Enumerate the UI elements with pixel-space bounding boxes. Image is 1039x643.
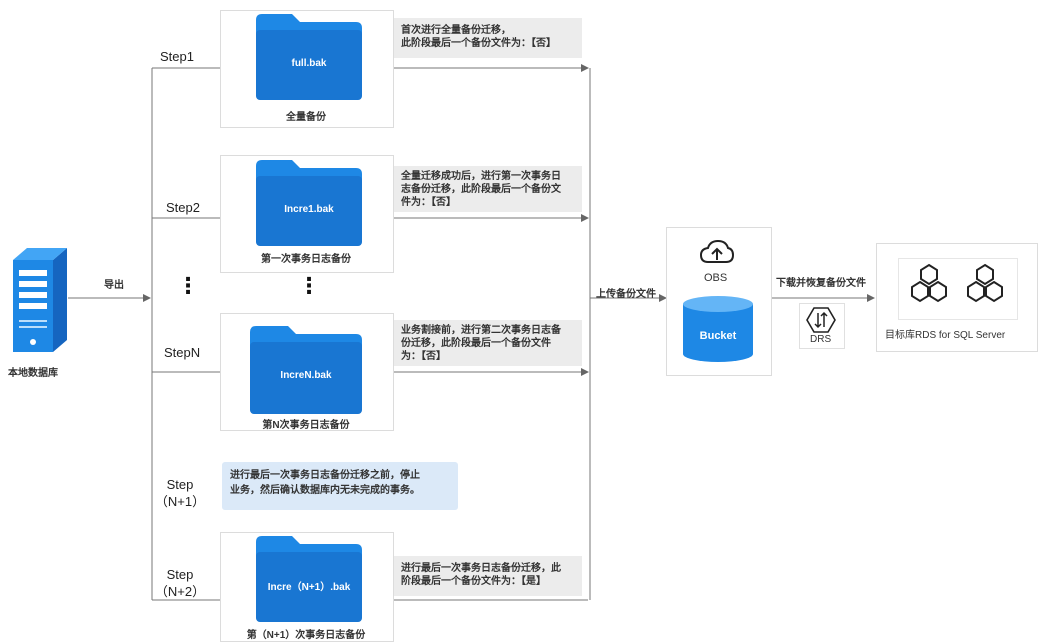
drs-label: DRS bbox=[810, 334, 832, 345]
step-caption-2: 第一次事务日志备份 bbox=[261, 254, 351, 265]
step-caption-n2: 第（N+1）次事务日志备份 bbox=[246, 630, 366, 641]
step-label-n1: Step （N+1） bbox=[150, 476, 210, 510]
download-label: 下载并恢复备份文件 bbox=[776, 278, 866, 289]
export-label: 导出 bbox=[104, 280, 124, 291]
note-line: 此阶段最后一个备份文件为：【否】 bbox=[401, 38, 556, 49]
note-line: 件为：【否】 bbox=[401, 197, 456, 208]
note-line: 志备份迁移，此阶段最后一个备份文 bbox=[401, 184, 561, 195]
folder-icon: IncreN.bak bbox=[250, 326, 362, 414]
note-line: 业务，然后确认数据库内无未完成的事务。 bbox=[230, 485, 420, 496]
step-label-2: Step2 bbox=[166, 200, 200, 215]
upload-label: 上传备份文件 bbox=[596, 289, 656, 300]
step-label-1: Step1 bbox=[160, 49, 194, 64]
rds-hexagon-icon bbox=[960, 262, 1010, 317]
step-caption-1: 全量备份 bbox=[286, 112, 326, 123]
step-label-n: StepN bbox=[164, 345, 201, 360]
drs-box bbox=[799, 303, 845, 349]
bucket-icon: Bucket bbox=[683, 296, 753, 367]
target-label: 目标库RDS for SQL Server bbox=[885, 330, 1006, 341]
step-label-n2-line1: Step bbox=[166, 567, 194, 582]
folder-icon: Incre（N+1）.bak bbox=[256, 536, 362, 622]
obs-label: OBS bbox=[704, 272, 728, 284]
note-step-n1: 进行最后一次事务日志备份迁移之前，停止 业务，然后确认数据库内无未完成的事务。 bbox=[222, 462, 458, 510]
note-line: 业务割接前，进行第二次事务日志备 bbox=[401, 325, 561, 336]
folder-file-name: IncreN.bak bbox=[280, 370, 332, 381]
rds-hexagon-icon bbox=[904, 262, 954, 317]
note-step-n: 业务割接前，进行第二次事务日志备 份迁移，此阶段最后一个备份文件 为：【否】 bbox=[394, 320, 582, 366]
step-label-n2-line2: （N+2） bbox=[154, 584, 206, 599]
folder-icon: full.bak bbox=[256, 14, 362, 100]
note-line: 阶段最后一个备份文件为：【是】 bbox=[401, 576, 546, 587]
note-line: 全量迁移成功后，进行第一次事务日 bbox=[401, 171, 561, 182]
ellipsis-left: ⋮ bbox=[177, 273, 199, 298]
folder-file-name: Incre1.bak bbox=[284, 204, 334, 215]
note-step-2: 全量迁移成功后，进行第一次事务日 志备份迁移，此阶段最后一个备份文 件为：【否】 bbox=[394, 166, 582, 212]
step-caption-n: 第N次事务日志备份 bbox=[262, 420, 350, 431]
rds-icon-frame bbox=[898, 258, 1018, 320]
folder-icon: Incre1.bak bbox=[256, 160, 362, 246]
folder-file-name: Incre（N+1）.bak bbox=[267, 582, 351, 593]
server-icon bbox=[13, 248, 67, 365]
step-label-n2: Step （N+2） bbox=[150, 566, 210, 600]
cloud-upload-icon bbox=[699, 239, 735, 271]
note-line: 为：【否】 bbox=[401, 351, 446, 362]
note-line: 进行最后一次事务日志备份迁移之前，停止 bbox=[230, 470, 420, 481]
step-label-n1-line1: Step bbox=[166, 477, 194, 492]
folder-file-name: full.bak bbox=[291, 58, 327, 69]
note-step-1: 首次进行全量备份迁移， 此阶段最后一个备份文件为：【否】 bbox=[394, 18, 582, 58]
ellipsis-middle: ⋮ bbox=[298, 273, 320, 298]
bucket-label: Bucket bbox=[699, 330, 737, 342]
step-label-n1-line2: （N+1） bbox=[154, 494, 206, 509]
drs-sync-icon bbox=[806, 307, 836, 338]
note-line: 首次进行全量备份迁移， bbox=[401, 25, 511, 36]
note-line: 进行最后一次事务日志备份迁移，此 bbox=[401, 563, 561, 574]
note-line: 份迁移，此阶段最后一个备份文件 bbox=[401, 338, 551, 349]
note-step-n2: 进行最后一次事务日志备份迁移，此 阶段最后一个备份文件为：【是】 bbox=[394, 556, 582, 596]
source-label: 本地数据库 bbox=[8, 368, 58, 379]
